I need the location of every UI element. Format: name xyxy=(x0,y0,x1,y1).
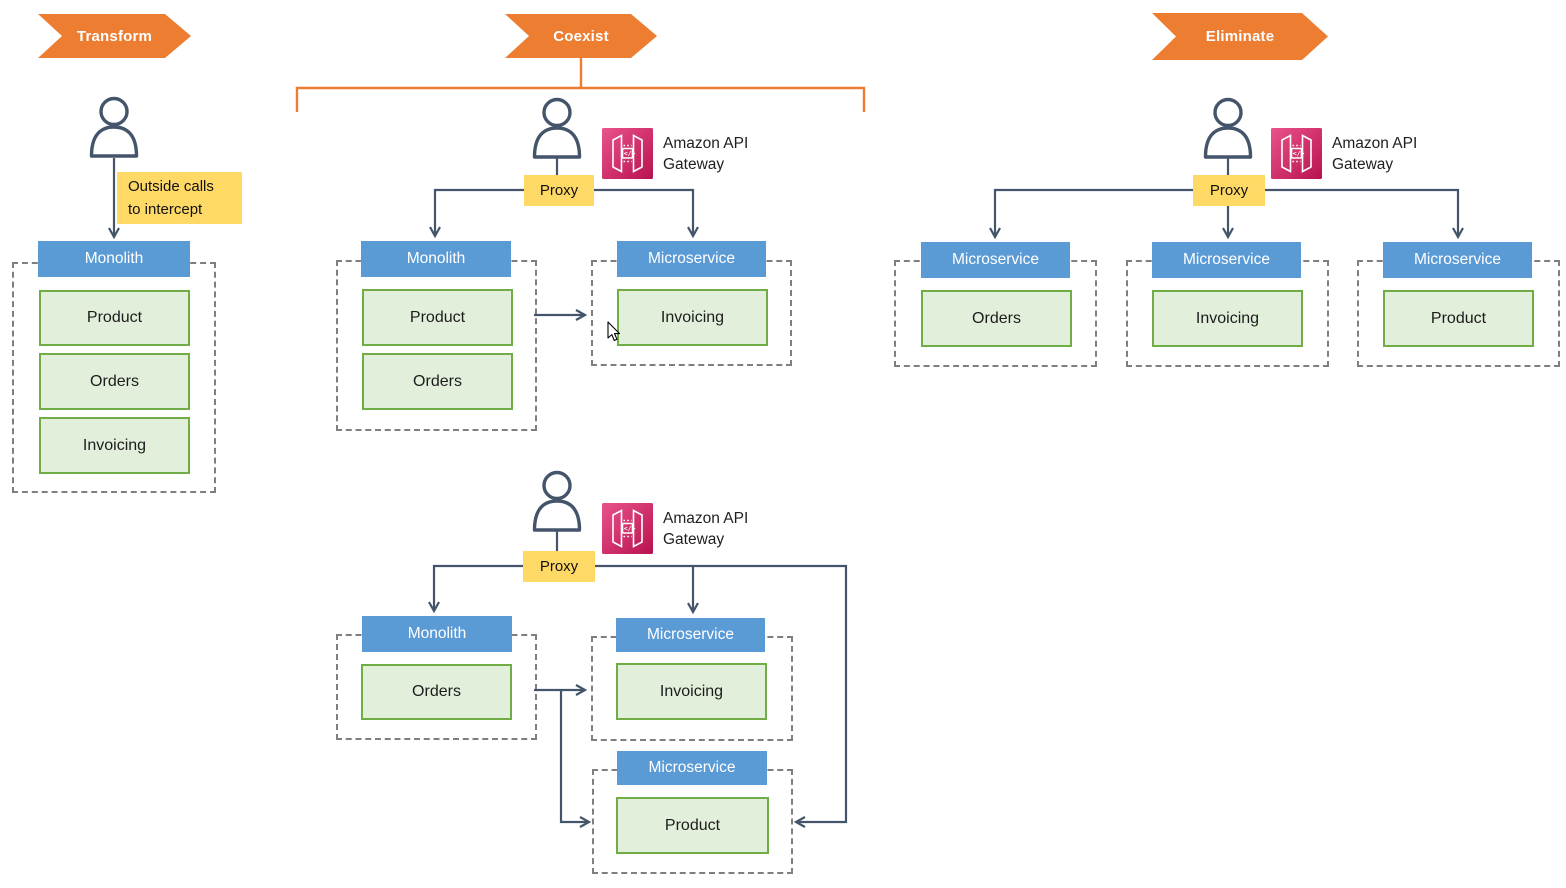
api-gateway-label: Amazon API Gateway xyxy=(1332,133,1417,175)
api-gateway-label-line1: Amazon API xyxy=(1332,135,1418,152)
mouse-cursor xyxy=(607,321,621,342)
arrow-proxy1-to-monolith xyxy=(429,188,524,239)
phase-banner-coexist: Coexist xyxy=(505,14,657,58)
module-box-product: Product xyxy=(39,290,190,346)
phase-banner-eliminate: Eliminate xyxy=(1152,13,1328,60)
microservice-header: Microservice xyxy=(617,751,767,785)
module-box-product: Product xyxy=(362,289,513,346)
module-box-orders: Orders xyxy=(362,353,513,410)
api-gateway-icon xyxy=(1271,128,1322,179)
module-box-invoicing: Invoicing xyxy=(39,417,190,474)
arrow-proxy2-to-product xyxy=(595,564,848,828)
note-line1: Outside calls xyxy=(128,178,214,195)
api-gateway-label-line2: Gateway xyxy=(663,156,725,173)
module-box-orders: Orders xyxy=(39,353,190,410)
api-gateway-label-line2: Gateway xyxy=(663,531,725,548)
arrow-proxy3-to-ms-product xyxy=(1265,188,1464,240)
outside-calls-note: Outside calls to intercept xyxy=(117,172,242,224)
arrow-orders-to-product xyxy=(559,690,592,828)
coexist-bracket xyxy=(295,86,866,112)
api-gateway-label-line1: Amazon API xyxy=(663,135,749,152)
microservice-header: Microservice xyxy=(1152,242,1301,278)
proxy-box: Proxy xyxy=(523,551,595,582)
arrow-proxy3-to-ms-orders xyxy=(989,188,1193,240)
module-box-orders: Orders xyxy=(361,664,512,720)
user-icon xyxy=(529,97,585,159)
user-icon xyxy=(529,470,585,532)
microservice-header: Microservice xyxy=(616,618,765,652)
microservice-header: Microservice xyxy=(617,241,766,277)
api-gateway-label: Amazon API Gateway xyxy=(663,508,748,550)
user-icon xyxy=(1200,97,1256,159)
monolith-header: Monolith xyxy=(361,241,511,277)
monolith-header: Monolith xyxy=(38,241,190,277)
note-line2: to intercept xyxy=(128,201,203,218)
api-gateway-icon xyxy=(602,128,653,179)
api-gateway-icon xyxy=(602,503,653,554)
user-icon xyxy=(86,96,142,158)
proxy-box: Proxy xyxy=(1193,175,1265,206)
arrow-proxy2-to-monolith xyxy=(428,564,523,614)
module-box-product: Product xyxy=(1383,290,1534,347)
api-gateway-label: Amazon API Gateway xyxy=(663,133,748,175)
module-box-product: Product xyxy=(616,797,769,854)
api-gateway-label-line2: Gateway xyxy=(1332,156,1394,173)
arrow-proxy1-to-microservice xyxy=(594,188,699,239)
module-box-invoicing: Invoicing xyxy=(617,289,768,346)
module-box-invoicing: Invoicing xyxy=(1152,290,1303,347)
module-box-orders: Orders xyxy=(921,290,1072,347)
phase-banner-transform: Transform xyxy=(38,14,191,58)
proxy-box: Proxy xyxy=(524,175,594,206)
monolith-header: Monolith xyxy=(362,616,512,652)
api-gateway-label-line1: Amazon API xyxy=(663,510,749,527)
module-box-invoicing: Invoicing xyxy=(616,663,767,720)
microservice-header: Microservice xyxy=(921,242,1070,278)
microservice-header: Microservice xyxy=(1383,242,1532,278)
